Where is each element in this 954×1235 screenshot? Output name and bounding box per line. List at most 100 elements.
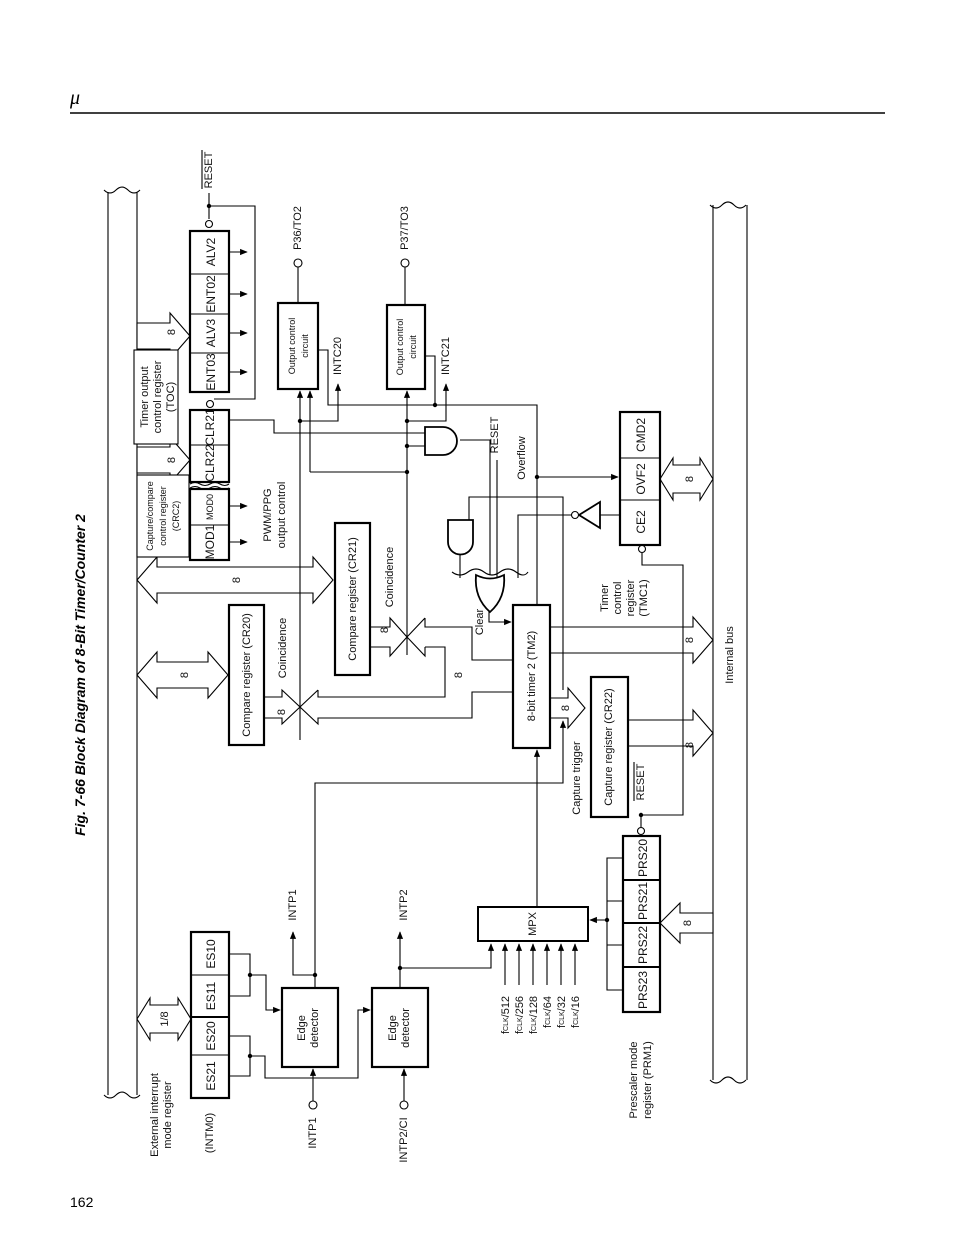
bit-es11: ES11 xyxy=(204,981,218,1010)
cr21-bus-width: 8 xyxy=(231,577,243,583)
bit-prs23: PRS23 xyxy=(636,971,650,1009)
edge-detector-1-label: detector xyxy=(309,1008,321,1048)
overflow-label: Overflow xyxy=(516,436,528,479)
inverter-bubble xyxy=(570,510,580,520)
page-number: 162 xyxy=(70,1194,94,1210)
p36-label: P36/TO2 xyxy=(292,206,304,250)
toc-label: (TOC) xyxy=(165,382,177,412)
prm1-label: register (PRM1) xyxy=(642,1041,654,1119)
toc-label: Timer output xyxy=(139,366,151,427)
intp1-pin xyxy=(308,1100,318,1110)
cr22-internal-arrow xyxy=(627,708,714,758)
bit-clr22: CLR22 xyxy=(203,444,217,482)
crc2-width: 8 xyxy=(166,457,178,463)
tm2-compare-width: 8 xyxy=(453,672,465,678)
reset-cr22-label: RESET xyxy=(635,763,647,800)
alv2-inverter-bubble xyxy=(204,219,214,229)
edge-detector-1-label: Edge xyxy=(296,1015,308,1041)
bit-cmd2: CMD2 xyxy=(634,418,648,452)
cr20-coin-width: 8 xyxy=(276,709,288,715)
tm2-label: 8-bit timer 2 (TM2) xyxy=(526,631,538,721)
left-bus xyxy=(103,186,141,1099)
coincidence-cr20-label: Coincidence xyxy=(277,618,289,679)
tmc1-bus-arrow xyxy=(659,456,714,502)
tmc1-width: 8 xyxy=(684,476,696,482)
intm0-label: mode register xyxy=(162,1081,174,1149)
tmc1-label: control xyxy=(612,581,624,614)
control-wiring xyxy=(229,349,620,740)
reset-gate-label: RESET xyxy=(489,416,501,453)
intp2-pin xyxy=(399,1100,409,1110)
register-break-icon xyxy=(189,481,230,491)
tmc1-label: register xyxy=(625,579,637,616)
edge-detector-2 xyxy=(370,986,430,1069)
bit-mod0: MOD0 xyxy=(205,494,215,520)
header-symbol: μ xyxy=(69,87,80,109)
crc2-label: control register xyxy=(158,486,168,546)
edge-detector-2-label: detector xyxy=(400,1008,412,1048)
tmc1-label: Timer xyxy=(599,584,611,612)
crc2-label-box xyxy=(136,474,190,558)
bit-es10: ES10 xyxy=(204,939,218,969)
clock-label: fCLK/64 xyxy=(542,996,554,1028)
prm1-width: 8 xyxy=(682,920,694,926)
pwm-label: PWM/PPG xyxy=(262,488,274,541)
bit-prs22: PRS22 xyxy=(636,926,650,964)
intm0-register: ES10 ES11 ES20 ES21 xyxy=(189,930,370,1100)
clock-label: fCLK/32 xyxy=(556,996,568,1028)
mpx xyxy=(477,906,589,942)
prm1-bus-arrow xyxy=(659,901,714,945)
and-gate-2 xyxy=(447,519,474,556)
output-control-1-label: Output control xyxy=(287,318,297,375)
prm1-register: PRS20 PRS21 PRS22 PRS23 xyxy=(590,834,662,1014)
output-control-1-label: circuit xyxy=(300,334,310,358)
edge-detector-1 xyxy=(280,986,340,1069)
intp1-in-label: INTP1 xyxy=(307,1117,319,1148)
capture-trigger-wire xyxy=(314,720,567,988)
p36-pin xyxy=(293,258,303,268)
clr21-inverter-bubble xyxy=(205,399,215,409)
clock-label: fCLK/128 xyxy=(528,996,540,1034)
edge-detector-2-label: Edge xyxy=(387,1015,399,1041)
cr20-bus-width: 8 xyxy=(179,672,191,678)
p37-pin xyxy=(400,258,410,268)
capture-register-cr22 xyxy=(589,675,630,819)
tm2-cr22-width: 8 xyxy=(560,705,572,711)
bit-prs20: PRS20 xyxy=(636,839,650,877)
bit-ent03: ENT03 xyxy=(204,353,218,391)
cr21-label: Compare register (CR21) xyxy=(347,537,359,660)
crc2-label: Capture/compare xyxy=(145,481,155,551)
and-gate-1 xyxy=(424,426,458,456)
cr22-label: Capture register (CR22) xyxy=(603,688,615,805)
tm2-internal-width: 8 xyxy=(684,637,696,643)
intp1-out-wire xyxy=(289,931,315,976)
output-control-2-label: Output control xyxy=(395,319,405,376)
comparator-cr21 xyxy=(370,616,513,661)
figure-title: Fig. 7-66 Block Diagram of 8-Bit Timer/C… xyxy=(72,514,88,836)
timer-tm2 xyxy=(511,603,552,750)
crc2-label: (CRC2) xyxy=(171,501,181,532)
toc-label-box xyxy=(133,349,179,445)
intp2-out-label: INTP2 xyxy=(398,889,410,920)
intm0-label: External interrupt xyxy=(149,1073,161,1157)
bit-ovf2: OVF2 xyxy=(634,463,648,495)
tm2-cr22-arrow xyxy=(549,686,586,730)
tmc1-label: (TMC1) xyxy=(638,579,650,616)
toc-register: ALV2 ENT02 ALV3 ENT03 xyxy=(188,229,248,394)
clock-label: fCLK/16 xyxy=(570,996,582,1028)
compare-register-cr21 xyxy=(333,521,372,677)
clear-label: Clear xyxy=(474,609,486,636)
ce2-bubble xyxy=(637,544,647,554)
prm1-label: Prescaler mode xyxy=(628,1041,640,1118)
toc-width: 8 xyxy=(166,329,178,335)
intm0-name: (INTM0) xyxy=(204,1113,216,1153)
cr21-coin-width: 8 xyxy=(379,627,391,633)
reset-top-label: RESET xyxy=(203,151,215,188)
p37-label: P37/TO3 xyxy=(399,206,411,250)
cr20-label: Compare register (CR20) xyxy=(241,613,253,736)
bit-alv2: ALV2 xyxy=(204,237,218,266)
intc21-label: INTC21 xyxy=(440,337,452,375)
clock-label: fCLK/512 xyxy=(500,996,512,1034)
compare-register-cr20 xyxy=(227,603,266,747)
